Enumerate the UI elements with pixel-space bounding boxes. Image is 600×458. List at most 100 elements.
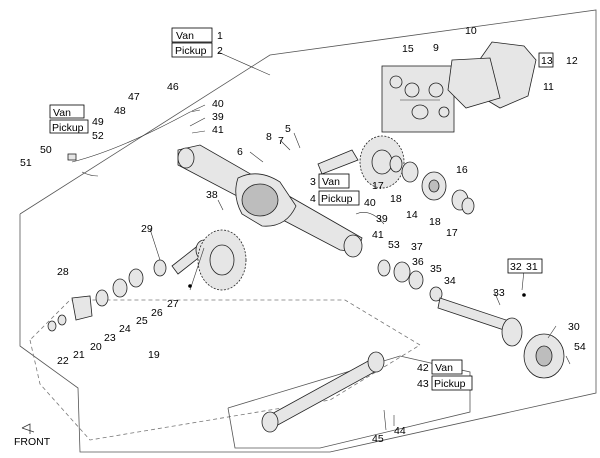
- callout-31: 31: [526, 261, 538, 273]
- driveshaft: [261, 351, 385, 433]
- variant-van-label: Van: [322, 176, 340, 188]
- ring-gear-lower: [197, 229, 247, 291]
- axle-housing: [177, 144, 363, 258]
- front-arrow-icon: [21, 423, 35, 434]
- pickup-tag-box-52: [49, 119, 89, 134]
- callout-49: 49: [92, 116, 104, 128]
- van-tag-box-42: [431, 359, 463, 375]
- callout-1: 1: [217, 30, 223, 42]
- callout-25: 25: [136, 315, 148, 327]
- callout-7: 7: [278, 135, 284, 147]
- callout-39a: 39: [212, 111, 224, 123]
- lower-group-frame: [29, 299, 421, 441]
- van-tag-box-49: [49, 104, 85, 119]
- variant-pickup-label: Pickup: [321, 193, 353, 205]
- callout-42: 42: [417, 362, 429, 374]
- driveshaft-frame: [227, 355, 471, 449]
- pinion-shaft-upper: [317, 149, 359, 175]
- variant-pickup-label: Pickup: [52, 122, 84, 134]
- callout-47: 47: [128, 91, 140, 103]
- callout-11: 11: [543, 81, 554, 93]
- axle-cover: [447, 41, 537, 109]
- van-tag-box: [171, 27, 213, 43]
- variant-van-label: Van: [176, 30, 194, 42]
- callout-53: 53: [388, 239, 400, 251]
- callout-24: 24: [119, 323, 131, 335]
- callout-15: 15: [402, 43, 414, 55]
- callout-54: 54: [574, 341, 586, 353]
- marker-dot: [522, 293, 526, 297]
- callout-52: 52: [92, 130, 104, 142]
- callout-3: 3: [310, 176, 316, 188]
- callout-50: 50: [40, 144, 52, 156]
- ring-gear-upper: [359, 135, 405, 189]
- callout-18b: 18: [429, 216, 441, 228]
- variant-van-label: Van: [53, 107, 71, 119]
- callout-46: 46: [167, 81, 179, 93]
- callout-8: 8: [266, 131, 272, 143]
- callout-10: 10: [465, 25, 477, 37]
- callout-4: 4: [310, 193, 316, 205]
- callout-45: 45: [372, 433, 384, 445]
- tag-box-13: [538, 52, 554, 68]
- pickup-tag-box-43: [431, 375, 473, 391]
- callout-17a: 17: [372, 180, 384, 192]
- callout-19: 19: [148, 349, 160, 361]
- brake-line: [355, 212, 385, 225]
- callout-12: 12: [566, 55, 578, 67]
- callout-36: 36: [412, 256, 424, 268]
- variant-pickup-label: Pickup: [434, 378, 466, 390]
- axle-assembly-frame: [19, 9, 597, 453]
- callout-41b: 41: [372, 229, 384, 241]
- callout-41a: 41: [212, 124, 224, 136]
- callout-23: 23: [104, 332, 116, 344]
- axle-bearings: [377, 259, 443, 302]
- callout-2: 2: [217, 45, 223, 57]
- differential-carrier: [389, 155, 475, 215]
- callout-20: 20: [90, 341, 102, 353]
- callout-5: 5: [285, 123, 291, 135]
- callout-29: 29: [141, 223, 153, 235]
- callout-35: 35: [430, 263, 442, 275]
- brake-drum: [523, 333, 565, 379]
- callout-6: 6: [237, 146, 243, 158]
- callout-32: 32: [510, 261, 522, 273]
- callout-27: 27: [167, 298, 179, 310]
- callout-48: 48: [114, 105, 126, 117]
- callout-22: 22: [57, 355, 69, 367]
- van-tag-box-3: [318, 173, 350, 189]
- callout-33: 33: [493, 287, 505, 299]
- callout-28: 28: [57, 266, 69, 278]
- marker-dot: [188, 284, 192, 288]
- callout-21: 21: [73, 349, 85, 361]
- callout-18a: 18: [390, 193, 402, 205]
- callout-37: 37: [411, 241, 423, 253]
- callout-43: 43: [417, 378, 429, 390]
- pickup-tag-box: [171, 42, 213, 58]
- pickup-tag-box-4: [318, 190, 360, 206]
- callout-17b: 17: [446, 227, 458, 239]
- variant-pickup-label: Pickup: [175, 45, 207, 57]
- callout-34: 34: [444, 275, 456, 287]
- callout-14: 14: [406, 209, 418, 221]
- front-label: FRONT: [14, 436, 51, 448]
- callout-44: 44: [394, 425, 406, 437]
- variant-van-label: Van: [435, 362, 453, 374]
- callout-39b: 39: [376, 213, 388, 225]
- callout-13: 13: [541, 55, 553, 67]
- brake-cable: [67, 109, 201, 177]
- callout-40a: 40: [212, 98, 224, 110]
- callout-38: 38: [206, 189, 218, 201]
- callout-51: 51: [20, 157, 32, 169]
- callout-40b: 40: [364, 197, 376, 209]
- callout-9: 9: [433, 42, 439, 54]
- callout-30: 30: [568, 321, 580, 333]
- callout-16: 16: [456, 164, 468, 176]
- tag-box-32-31: [507, 258, 543, 274]
- callout-26: 26: [151, 307, 163, 319]
- differential-gear-kit: [381, 65, 455, 133]
- pinion-bearings: [47, 259, 167, 332]
- axle-shaft: [437, 297, 523, 347]
- variant-leader: [217, 51, 271, 76]
